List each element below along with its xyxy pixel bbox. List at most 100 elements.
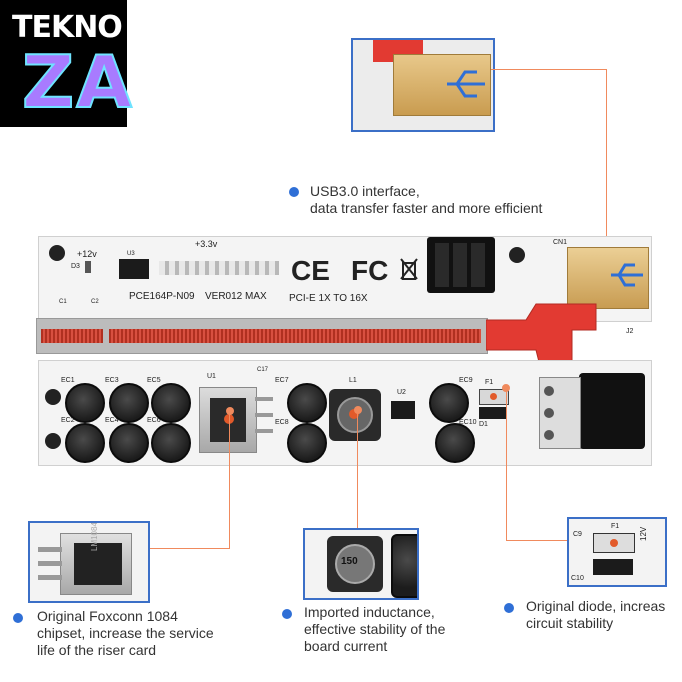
diode-callout-line-v [506, 388, 507, 541]
mount-hole [49, 245, 65, 261]
cap-label: EC4 [105, 417, 119, 424]
inductor-marking: 150 [341, 556, 358, 567]
brand-logo: TEKNO ZA [0, 0, 133, 127]
diode-callout-line-h [506, 540, 568, 541]
usb-icon [447, 70, 485, 98]
inset-label-c9: C9 [573, 531, 582, 538]
diode-callout-line1: Original diode, increas [526, 598, 666, 614]
usb-callout-line-h [491, 69, 607, 70]
capacitor [287, 383, 327, 423]
slot-latch [486, 303, 597, 375]
usb-icon [611, 263, 643, 287]
chipset-callout-line2: chipset, increase the service [37, 625, 214, 641]
capacitor [109, 423, 149, 463]
label-u3: U3 [127, 251, 135, 257]
connector-pins [539, 377, 581, 449]
label-cn1: CN1 [553, 239, 568, 246]
label-u2: U2 [397, 389, 406, 396]
chipset-callout-line1: Original Foxconn 1084 [37, 608, 178, 624]
capacitor [435, 423, 475, 463]
label-33v: +3.3v [195, 239, 218, 249]
inductor-callout-line3: board current [304, 638, 388, 654]
label-12v: +12v [77, 249, 97, 259]
version-label: VER012 MAX [205, 291, 267, 302]
inductor-l1 [329, 389, 381, 441]
capacitor [65, 423, 105, 463]
chip-u3 [119, 259, 149, 279]
cap-label: EC5 [147, 377, 161, 384]
inductor-callout-dot [354, 406, 362, 414]
chipset-callout-line-h [146, 548, 230, 549]
inductor-bullet [282, 609, 292, 619]
label-d1: D1 [479, 421, 488, 428]
chipset-callout-line-v [229, 411, 230, 549]
chipset-callout-dot [226, 407, 234, 415]
cap-label: EC6 [147, 417, 161, 424]
cap-label: EC7 [275, 377, 289, 384]
inset-label-12v: 12V [639, 526, 648, 541]
chipset-callout: Original Foxconn 1084 chipset, increase … [37, 608, 214, 659]
fuse-f1 [479, 389, 509, 405]
cap-label: EC3 [105, 377, 119, 384]
capacitor [151, 423, 191, 463]
chip-marking: LM1084 [90, 522, 99, 551]
inset-label-c10: C10 [571, 575, 584, 582]
label-j2: J2 [626, 328, 634, 335]
riser-board-bottom: EC1 EC3 EC5 EC2 EC4 EC6 U1 C17 EC7 EC8 L… [38, 360, 652, 466]
regulator-u1 [199, 387, 257, 453]
chipset-inset: LM1084 [28, 521, 150, 603]
power-connector-6pin [427, 237, 495, 293]
chip-u2 [391, 401, 415, 419]
diode-bullet [504, 603, 514, 613]
logo-text-bottom: ZA [21, 39, 134, 125]
capacitor [429, 383, 469, 423]
led-row [159, 261, 279, 275]
pcie-x16-slot [36, 318, 488, 354]
logo-text-top: TEKNO [12, 10, 123, 45]
diode-inset: F1 C9 C10 12V [567, 517, 667, 587]
cap-label: EC8 [275, 419, 289, 426]
label-l1: L1 [349, 377, 357, 384]
regulator-pin [255, 397, 273, 401]
capacitor [151, 383, 191, 423]
usb-callout: USB3.0 interface, data transfer faster a… [310, 183, 542, 217]
label-c1: C1 [59, 299, 67, 305]
inductor-callout-line [357, 410, 358, 528]
diode-callout: Original diode, increas circuit stabilit… [526, 598, 665, 632]
regulator-pin [255, 429, 273, 433]
usb-callout-line2: data transfer faster and more efficient [310, 200, 543, 216]
label-f1: F1 [485, 379, 494, 386]
label-c2: C2 [91, 299, 99, 305]
chipset-bullet [13, 613, 23, 623]
cap-label: EC9 [459, 377, 473, 384]
usb-bullet [289, 187, 299, 197]
fc-mark: FC [351, 255, 389, 286]
usb-port [567, 247, 649, 309]
diode-d1 [479, 407, 507, 419]
usb-callout-line-v [606, 69, 607, 275]
mount-hole [509, 247, 525, 263]
capacitor [109, 383, 149, 423]
model-label: PCE164P-N09 [129, 291, 195, 302]
mount-hole [45, 433, 61, 449]
inductor-inset: 150 [303, 528, 419, 600]
label-c17: C17 [257, 367, 269, 373]
inductor-callout-line2: effective stability of the [304, 621, 446, 637]
cap-label: EC2 [61, 417, 75, 424]
usb-port-inset [351, 38, 495, 132]
diode-callout-line2: circuit stability [526, 615, 614, 631]
chipset-callout-line3: life of the riser card [37, 642, 157, 658]
inset-label-f1: F1 [611, 523, 620, 530]
mount-hole [45, 389, 61, 405]
pcie-label: PCI-E 1X TO 16X [289, 293, 368, 304]
led-d3 [85, 261, 91, 273]
inductor-callout-line1: Imported inductance, [304, 604, 435, 620]
label-d3: D3 [71, 263, 80, 270]
ce-mark: CE [291, 255, 330, 286]
capacitor [287, 423, 327, 463]
power-connector [579, 373, 645, 449]
label-u1: U1 [207, 373, 216, 380]
capacitor [65, 383, 105, 423]
inductor-callout: Imported inductance, effective stability… [304, 604, 445, 655]
usb-callout-line1: USB3.0 interface, [310, 183, 420, 199]
